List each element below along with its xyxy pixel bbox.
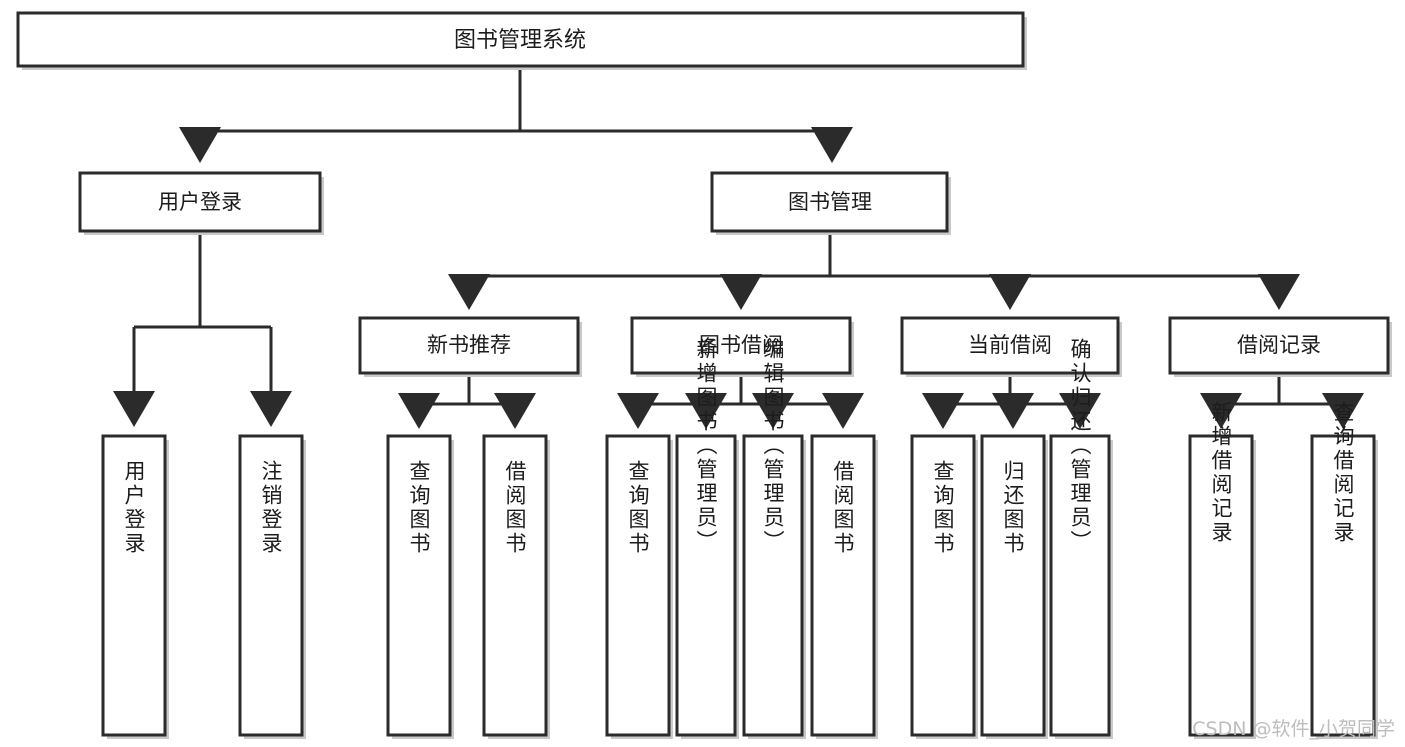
node-leaf-borrow-books-2-label: 借阅图书 xyxy=(831,460,855,556)
connector-layer xyxy=(113,66,1364,429)
connector-book-borrow-to-leaves xyxy=(617,373,864,429)
node-leaf-edit-book-admin-label: 编辑图书（管理员） xyxy=(761,338,785,554)
connector-current-borrow-to-leaves xyxy=(922,373,1101,429)
connector-user-login-to-leaves xyxy=(113,231,292,427)
connector-borrow-record-to-leaves xyxy=(1200,373,1364,429)
node-leaf-return-books-label: 归还图书 xyxy=(1001,460,1025,556)
node-leaf-user-login[interactable]: 用户登录 xyxy=(101,434,169,739)
node-leaf-query-books-2-label: 查询图书 xyxy=(626,460,650,556)
connector-root-to-level2 xyxy=(179,66,853,163)
node-leaf-edit-book-admin[interactable]: 编辑图书（管理员） xyxy=(742,338,806,739)
node-book-management[interactable]: 图书管理 xyxy=(710,171,951,235)
node-leaf-add-record[interactable]: 新增借阅记录 xyxy=(1188,401,1256,739)
node-leaf-query-books-1[interactable]: 查询图书 xyxy=(386,434,454,739)
node-new-book-recommend[interactable]: 新书推荐 xyxy=(358,316,582,377)
node-borrow-record[interactable]: 借阅记录 xyxy=(1168,316,1392,377)
node-new-book-recommend-label: 新书推荐 xyxy=(427,333,511,357)
node-leaf-add-book-admin-label: 新增图书（管理员） xyxy=(694,338,718,554)
node-leaf-query-books-1-label: 查询图书 xyxy=(407,460,431,556)
node-root-system[interactable]: 图书管理系统 xyxy=(16,11,1027,70)
node-leaf-query-record-label: 查询借阅记录 xyxy=(1331,401,1355,545)
node-leaf-confirm-return-label: 确认归还（管理员） xyxy=(1068,338,1092,554)
node-leaf-borrow-books-2[interactable]: 借阅图书 xyxy=(810,434,878,739)
node-leaf-add-book-admin[interactable]: 新增图书（管理员） xyxy=(675,338,739,739)
node-leaf-user-login-label: 用户登录 xyxy=(122,460,146,556)
node-current-borrow[interactable]: 当前借阅 xyxy=(900,316,1122,377)
node-leaf-borrow-books-1-label: 借阅图书 xyxy=(503,460,527,556)
node-leaf-query-books-2[interactable]: 查询图书 xyxy=(605,434,673,739)
node-leaf-query-books-3-label: 查询图书 xyxy=(931,460,955,556)
node-leaf-logout-login-label: 注销登录 xyxy=(259,460,283,556)
connector-book-management-to-level3 xyxy=(448,231,1300,310)
node-leaf-add-record-label: 新增借阅记录 xyxy=(1209,401,1233,545)
node-current-borrow-label: 当前借阅 xyxy=(968,333,1052,357)
node-leaf-return-books[interactable]: 归还图书 xyxy=(980,434,1048,739)
node-leaf-logout-login[interactable]: 注销登录 xyxy=(238,434,306,739)
node-leaf-query-books-3[interactable]: 查询图书 xyxy=(910,434,978,739)
node-book-borrow[interactable]: 图书借阅 xyxy=(630,316,854,377)
node-leaf-borrow-books-1[interactable]: 借阅图书 xyxy=(482,434,550,739)
node-book-management-label: 图书管理 xyxy=(788,190,872,214)
node-root-label: 图书管理系统 xyxy=(454,28,586,53)
node-borrow-record-label: 借阅记录 xyxy=(1237,333,1321,357)
node-leaf-query-record[interactable]: 查询借阅记录 xyxy=(1310,401,1378,739)
connector-new-book-recommend-to-leaves xyxy=(398,373,536,429)
node-leaf-confirm-return[interactable]: 确认归还（管理员） xyxy=(1049,338,1113,739)
node-user-login[interactable]: 用户登录 xyxy=(78,171,324,235)
node-user-login-label: 用户登录 xyxy=(158,190,242,214)
node-book-borrow-label: 图书借阅 xyxy=(699,333,783,357)
